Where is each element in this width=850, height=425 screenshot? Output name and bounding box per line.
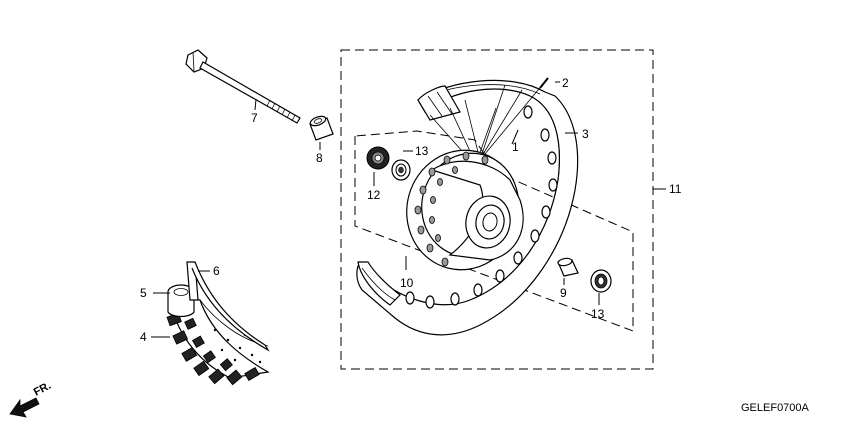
callout-5: 5 bbox=[140, 286, 147, 300]
callout-10: 10 bbox=[400, 276, 414, 290]
rim-band bbox=[186, 261, 270, 352]
diagram-code: GELEF0700A bbox=[741, 402, 810, 414]
spoke-nipple bbox=[539, 77, 549, 89]
callout-1: 1 bbox=[512, 140, 519, 154]
collar-8 bbox=[309, 115, 334, 141]
distance-collar-9 bbox=[557, 257, 579, 277]
callout-11: 11 bbox=[669, 182, 682, 196]
tire-section bbox=[166, 297, 270, 386]
front-label: FR. bbox=[32, 380, 53, 399]
wheel-hub bbox=[406, 149, 524, 271]
callout-12: 12 bbox=[367, 188, 381, 202]
callout-8: 8 bbox=[316, 151, 323, 165]
dust-seal-12 bbox=[366, 146, 390, 170]
callout-6: 6 bbox=[213, 264, 220, 278]
callout-13-left: 13 bbox=[415, 144, 429, 158]
callout-9: 9 bbox=[560, 286, 567, 300]
callout-7: 7 bbox=[251, 111, 258, 125]
wheel-rim bbox=[356, 79, 579, 336]
axle-bolt bbox=[185, 49, 301, 124]
bearing-13-right bbox=[590, 269, 612, 293]
callout-4: 4 bbox=[140, 330, 147, 344]
bearing-13-left bbox=[391, 159, 411, 181]
front-direction-arrow-icon: FR. bbox=[9, 380, 53, 418]
assembly-outline bbox=[340, 49, 654, 370]
callout-3: 3 bbox=[582, 127, 589, 141]
callout-2: 2 bbox=[562, 76, 569, 90]
callout-13-right: 13 bbox=[591, 307, 605, 321]
